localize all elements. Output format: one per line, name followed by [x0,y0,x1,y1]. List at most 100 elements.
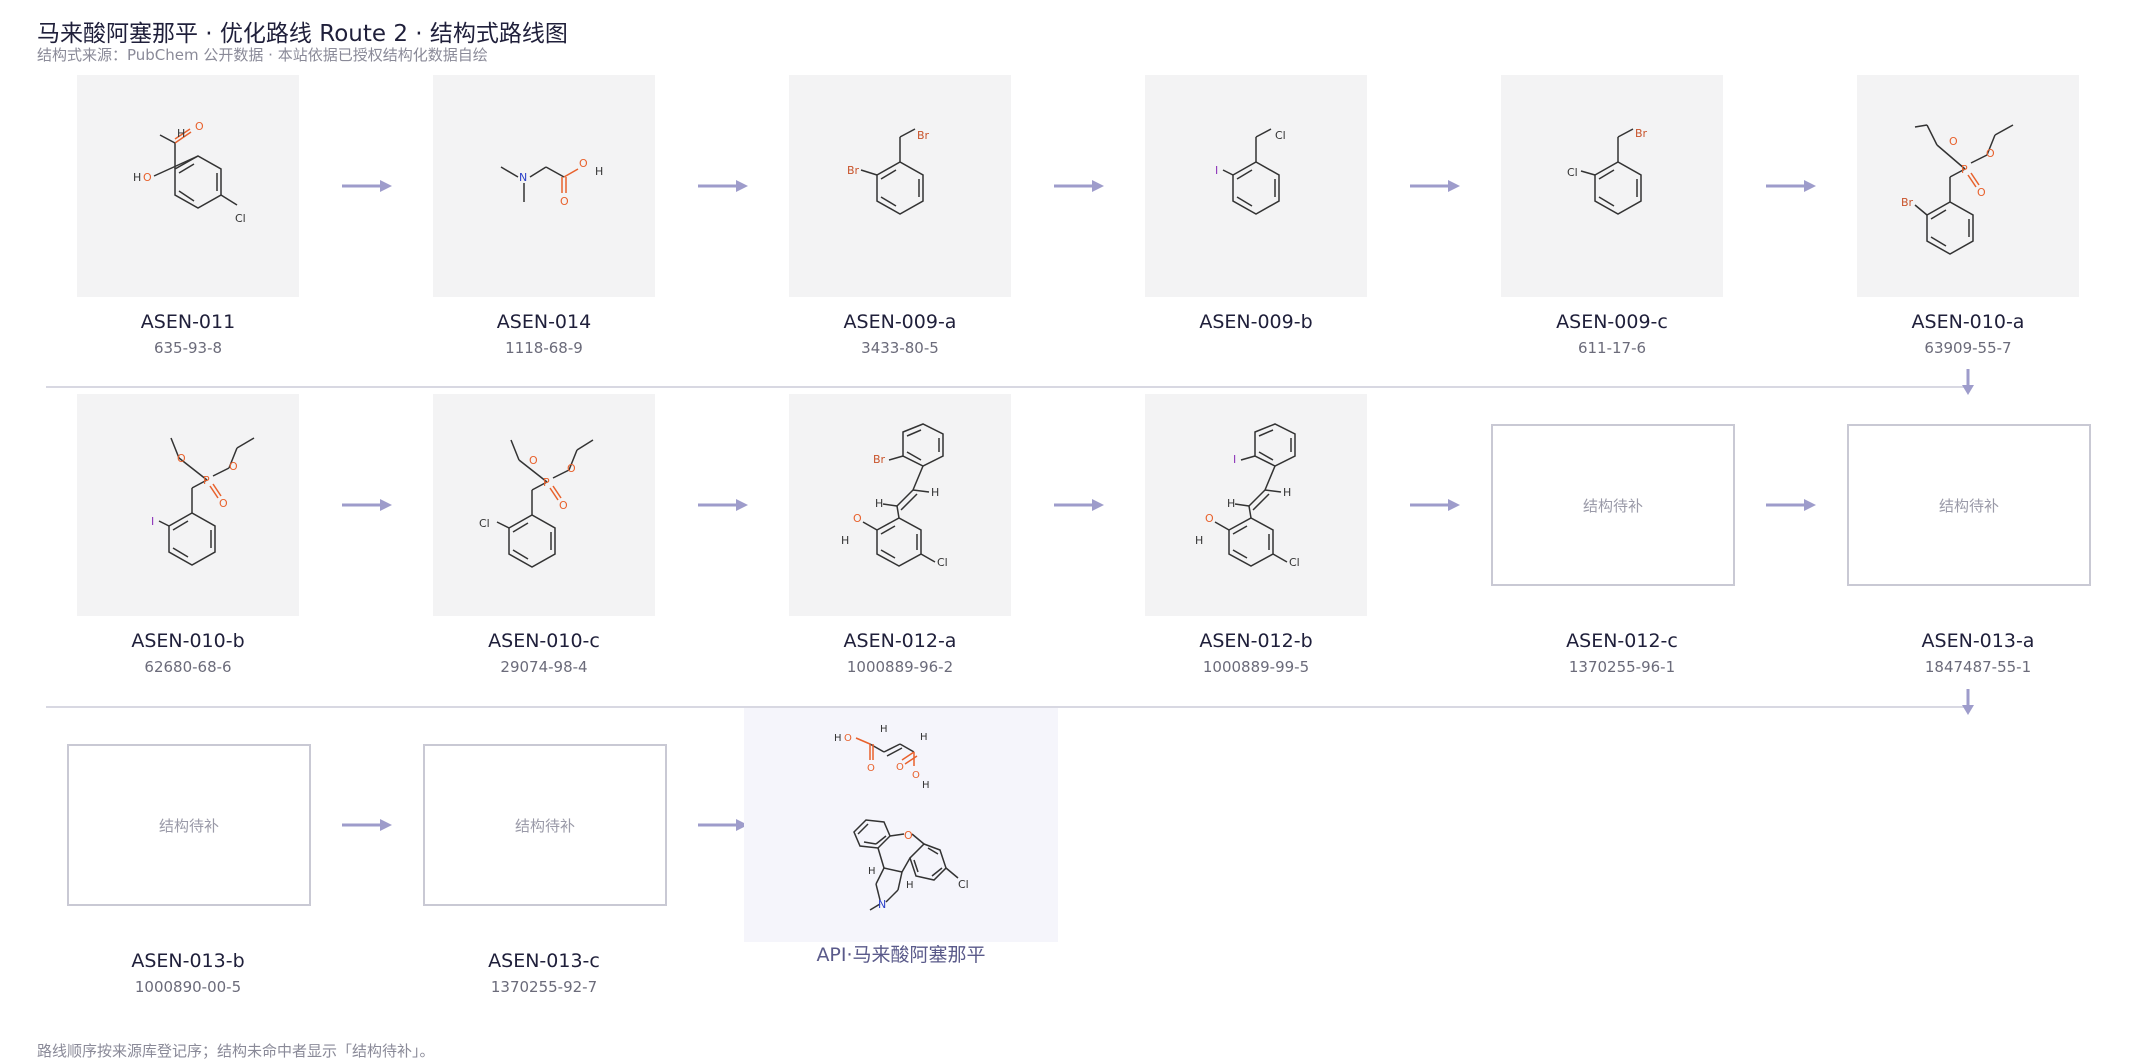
svg-text:O: O [560,195,569,208]
svg-text:N: N [519,171,527,184]
svg-text:O: O [1949,135,1958,148]
compound-code: ASEN-012-a [843,630,957,652]
structure-tile: I H H O H Cl [1145,394,1367,616]
svg-text:H: H [920,732,928,743]
svg-text:I: I [151,515,154,528]
svg-text:P: P [543,476,550,489]
molecule-structure: H O H O Cl [133,120,246,225]
svg-text:O: O [904,829,913,842]
svg-text:O: O [867,763,875,774]
arrow-right-icon [1410,180,1460,192]
structure-tile: H O H O Cl [77,75,299,297]
svg-text:O: O [229,460,238,473]
compound-code: ASEN-013-b [131,950,245,972]
arrow-right-icon [1054,180,1104,192]
compound-code: ASEN-010-c [488,630,600,652]
structure-pending-placeholder: 结构待补 [423,744,667,906]
svg-text:O: O [195,120,204,133]
compound-code: ASEN-010-b [131,630,245,652]
compound-code: ASEN-009-b [1199,311,1313,333]
structure-tile: Br H H O H Cl [789,394,1011,616]
svg-text:O: O [529,454,538,467]
compound-cas: 62680-68-6 [144,658,232,676]
arrow-down-icon [1962,689,1974,715]
svg-text:H: H [875,497,883,510]
svg-text:O: O [853,512,862,525]
svg-text:Cl: Cl [937,556,948,569]
molecule-structure: P O O O Br [1901,124,2014,255]
svg-text:O: O [1977,186,1986,199]
arrow-right-icon [1766,499,1816,511]
compound-cas: 1118-68-9 [505,339,583,357]
compound-code: ASEN-012-b [1199,630,1313,652]
svg-text:Cl: Cl [235,212,246,225]
svg-text:H: H [133,171,141,184]
compound-cas: 1847487-55-1 [1924,658,2032,676]
row-divider [46,706,1972,708]
arrow-right-icon [1766,180,1816,192]
molecule-structure: N O H O [500,157,603,208]
api-product-card[interactable]: H O O H H O O H O H H N Cl [744,708,1058,942]
compound-code: ASEN-009-c [1556,311,1668,333]
compound-cas: 1000889-96-2 [846,658,954,676]
page-subtitle: 结构式来源：PubChem 公开数据 · 本站依据已授权结构化数据自绘 [37,46,488,64]
svg-text:Br: Br [917,129,930,142]
structure-pending-placeholder: 结构待补 [67,744,311,906]
svg-text:I: I [1233,453,1236,466]
arrow-right-icon [1054,499,1104,511]
footer-note: 路线顺序按来源库登记序；结构未命中者显示「结构待补」。 [37,1042,435,1060]
svg-text:Br: Br [847,164,860,177]
structure-tile: N O H O [433,75,655,297]
arrow-right-icon [1410,499,1460,511]
svg-text:O: O [844,733,852,744]
svg-text:O: O [1205,512,1214,525]
molecule-structure: Br Cl [1567,127,1648,215]
svg-text:H: H [922,780,930,791]
compound-code: ASEN-013-a [1921,630,2035,652]
svg-text:H: H [906,880,914,891]
compound-cas: 63909-55-7 [1924,339,2012,357]
molecule-structure: Br Br [847,128,930,215]
svg-text:H: H [1227,497,1235,510]
molecule-structure: Br H H O H Cl [841,423,948,569]
structure-tile: P O O O Cl [433,394,655,616]
svg-text:Br: Br [1901,196,1914,209]
svg-text:P: P [203,474,210,487]
compound-cas: 3433-80-5 [861,339,939,357]
structure-tile: Br Br [789,75,1011,297]
svg-text:Cl: Cl [479,517,490,530]
svg-text:O: O [1986,147,1995,160]
svg-text:Br: Br [1635,127,1648,140]
compound-cas: 611-17-6 [1577,339,1647,357]
svg-text:O: O [896,762,904,773]
structure-tile: Cl I [1145,75,1367,297]
svg-text:I: I [1215,164,1218,177]
row-divider [46,386,1972,388]
molecule-structure: P O O O Cl [479,439,594,568]
svg-text:P: P [1961,163,1968,176]
svg-text:O: O [219,497,228,510]
compound-cas: 1370255-92-7 [490,978,598,996]
svg-text:H: H [595,165,603,178]
structure-pending-placeholder: 结构待补 [1847,424,2091,586]
compound-code: ASEN-011 [140,311,236,333]
svg-text:H: H [868,866,876,877]
svg-text:O: O [559,499,568,512]
arrow-down-icon [1962,369,1974,395]
arrow-right-icon [342,499,392,511]
arrow-right-icon [698,499,748,511]
arrow-right-icon [342,180,392,192]
svg-text:Cl: Cl [1567,166,1578,179]
molecule-structure: Cl I [1215,128,1286,215]
compound-cas: 1370255-96-1 [1568,658,1676,676]
svg-text:H: H [177,127,185,140]
arrow-right-icon [698,819,748,831]
compound-code: ASEN-010-a [1911,311,2025,333]
svg-text:O: O [567,462,576,475]
svg-text:H: H [931,486,939,499]
svg-text:Cl: Cl [1275,129,1286,142]
compound-cas: 635-93-8 [153,339,223,357]
svg-text:O: O [579,157,588,170]
svg-text:N: N [878,898,886,911]
structure-tile: P O O O I [77,394,299,616]
